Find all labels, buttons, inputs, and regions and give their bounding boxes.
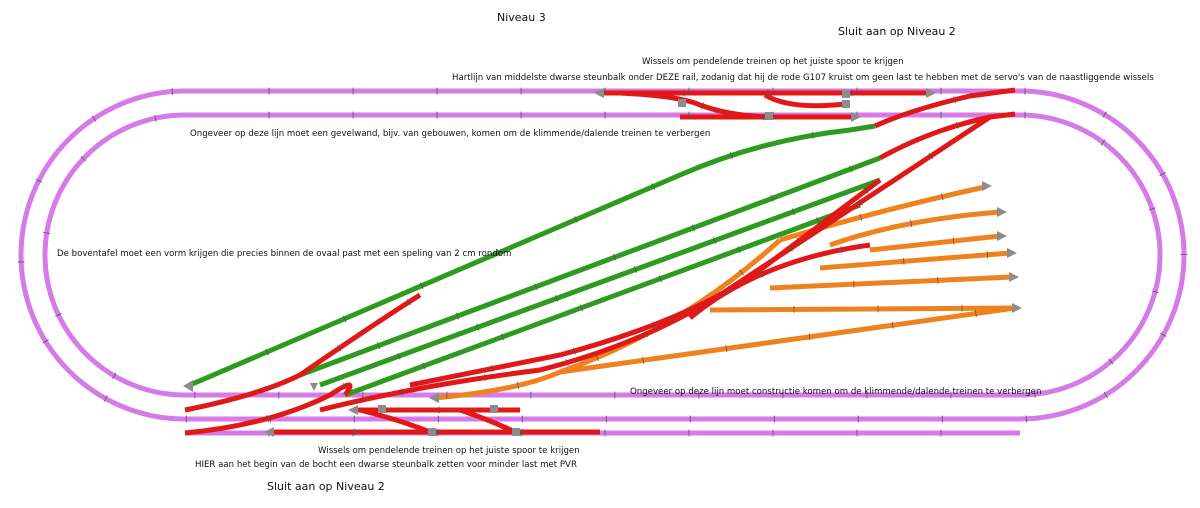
track-end-arrow-icon [1007, 248, 1017, 258]
track-end-arrow-icon [982, 181, 992, 191]
switch-marker-icon [842, 100, 850, 108]
wissels-label-top: Wissels om pendelende treinen op het jui… [642, 57, 904, 67]
track-end-arrow-icon [1012, 303, 1022, 313]
switch-marker-icon [512, 428, 520, 436]
switch-marker-icon [428, 428, 436, 436]
switch-marker-icon [310, 383, 318, 391]
green-track-2 [300, 158, 880, 375]
track-end-arrow-icon [997, 207, 1007, 217]
gevelwand-label: Ongeveer op deze lijn moet een gevelwand… [190, 129, 710, 139]
switch-marker-icon [678, 99, 686, 107]
switch-marker-icon [842, 90, 850, 98]
track-joint [987, 251, 988, 258]
orange-track-5 [770, 277, 1012, 288]
switch-marker-icon [378, 405, 386, 413]
red-ramp-inner [880, 114, 1015, 158]
track-joint [172, 88, 173, 95]
track-end-arrow-icon [348, 405, 358, 415]
hier-label: HIER aan het begin van de bocht een dwar… [195, 460, 577, 470]
constructie-label: Ongeveer op deze lijn moet constructie k… [630, 387, 1041, 397]
switch-marker-icon [765, 112, 773, 120]
track-joint [903, 258, 904, 265]
red-top-crossover-2 [765, 95, 845, 106]
orange-track-4 [820, 253, 1010, 268]
orange-track-8 [435, 240, 780, 398]
track-end-arrow-icon [183, 380, 193, 392]
orange-track-3 [870, 236, 1000, 250]
hartlijn-label: Hartlijn van middelste dwarse steunbalk … [452, 73, 1154, 83]
track-end-arrow-icon [997, 231, 1007, 241]
orange-track-6 [710, 308, 1015, 310]
switch-marker-icon [490, 405, 498, 413]
boventafel-label: De boventafel moet een vorm krijgen die … [57, 249, 511, 259]
wissels-label-bottom: Wissels om pendelende treinen op het jui… [318, 446, 580, 456]
track-end-arrow-icon [1009, 272, 1019, 282]
connect-label-bottom-left: Sluit aan op Niveau 2 [267, 480, 385, 493]
diagram-title: Niveau 3 [497, 11, 546, 24]
connect-label-top-right: Sluit aan op Niveau 2 [838, 25, 956, 38]
